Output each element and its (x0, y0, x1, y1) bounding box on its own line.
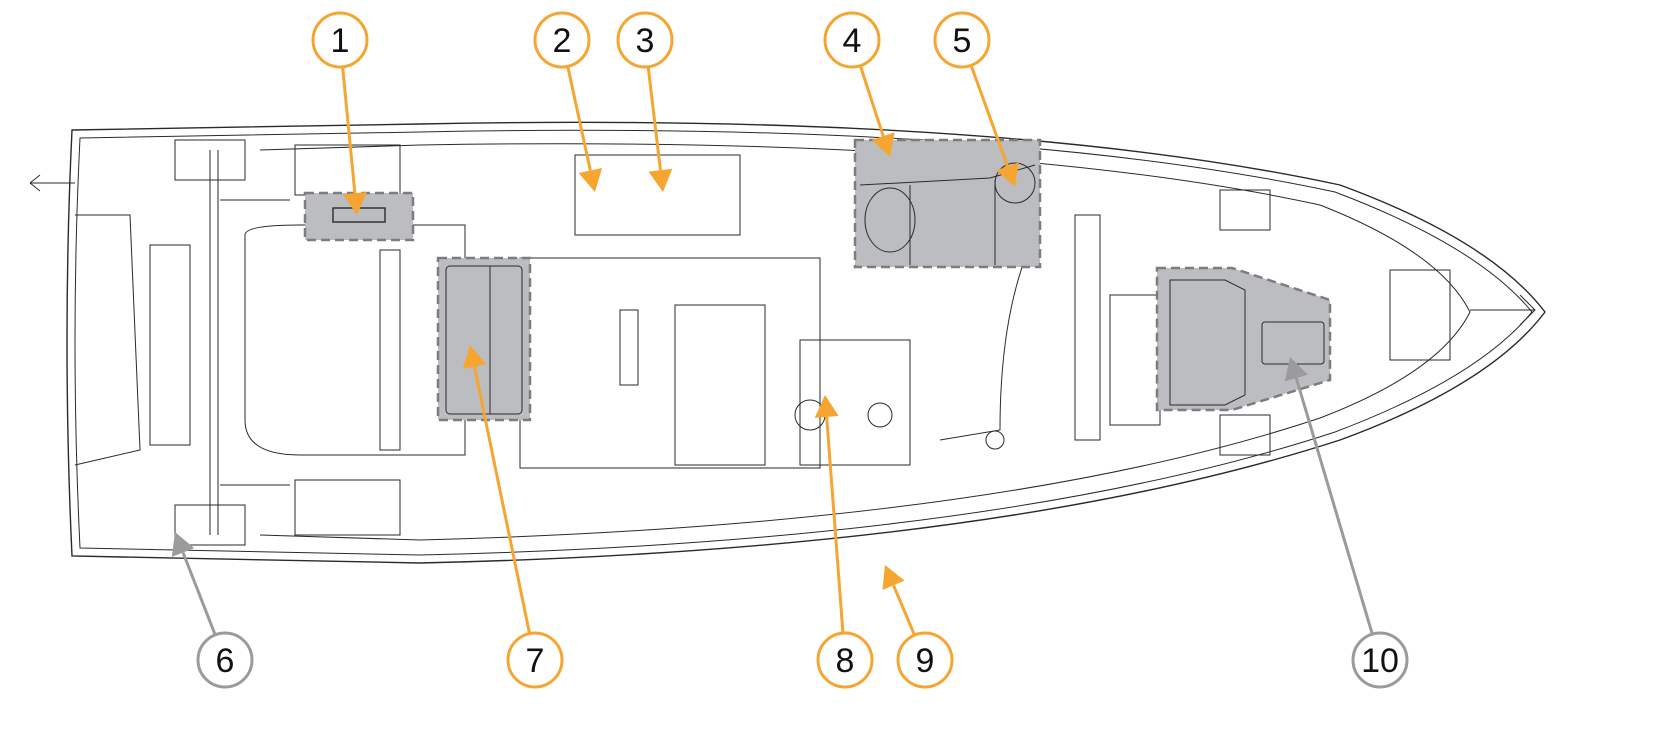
callout-circle (506, 631, 564, 689)
callout-circle (896, 631, 954, 689)
callout-circle (616, 11, 674, 69)
callout-number: 6 (216, 642, 235, 680)
callout-2: 2 (533, 11, 603, 192)
highlighted-zones (303, 138, 1332, 422)
callout-leader-line (472, 366, 531, 633)
callout-leader-line (181, 551, 217, 635)
callout-10: 10 (1284, 357, 1409, 689)
callout-leader-line (566, 67, 592, 171)
callout-number: 2 (553, 22, 572, 60)
callout-number: 8 (836, 642, 855, 680)
arrowhead-icon (814, 395, 839, 418)
zone-7 (436, 256, 532, 422)
callout-leader-line (859, 66, 885, 137)
callout-circle (196, 631, 254, 689)
callout-3: 3 (616, 11, 674, 192)
callout-4: 4 (823, 11, 895, 157)
callout-number: 3 (636, 22, 655, 60)
callout-number: 5 (953, 22, 972, 60)
callout-circle (1351, 631, 1409, 689)
aft-seating (220, 144, 466, 536)
callout-number: 7 (526, 642, 545, 680)
callout-7: 7 (462, 345, 564, 689)
callout-1: 1 (311, 11, 369, 215)
callout-number: 1 (331, 22, 350, 60)
callout-circle (823, 11, 881, 69)
callout-circle (533, 11, 591, 69)
arrowhead-icon (462, 345, 487, 369)
callout-circle (311, 11, 369, 69)
arrowhead-icon (1284, 357, 1308, 382)
zone-4-5 (853, 138, 1042, 269)
callout-8: 8 (814, 395, 874, 689)
callout-circle (933, 11, 991, 69)
zone-1 (303, 191, 415, 242)
callout-leader-line (825, 416, 845, 633)
callout-5: 5 (933, 11, 1019, 187)
callout-leader-line (646, 67, 662, 171)
arrowhead-icon (578, 167, 603, 192)
callout-number: 9 (916, 642, 935, 680)
arrowhead-icon (996, 162, 1019, 187)
arrowhead-icon (171, 532, 195, 557)
callout-leader-line (1294, 377, 1374, 634)
callouts: 1 2 3 4 5 6 7 8 9 10 (171, 11, 1409, 689)
callout-number: 10 (1361, 642, 1399, 680)
callout-leader-line (892, 584, 916, 635)
callout-circle (816, 631, 874, 689)
cockpit-layout (519, 154, 1451, 469)
callout-leader-line (341, 67, 357, 194)
arrowhead-icon (871, 132, 895, 157)
arrowhead-icon (882, 565, 905, 590)
callout-9: 9 (882, 565, 954, 689)
callout-6: 6 (171, 532, 254, 689)
arrowhead-icon (648, 168, 673, 192)
arrowhead-icon (342, 191, 367, 215)
callout-leader-line (970, 65, 1009, 167)
callout-number: 4 (843, 22, 862, 60)
